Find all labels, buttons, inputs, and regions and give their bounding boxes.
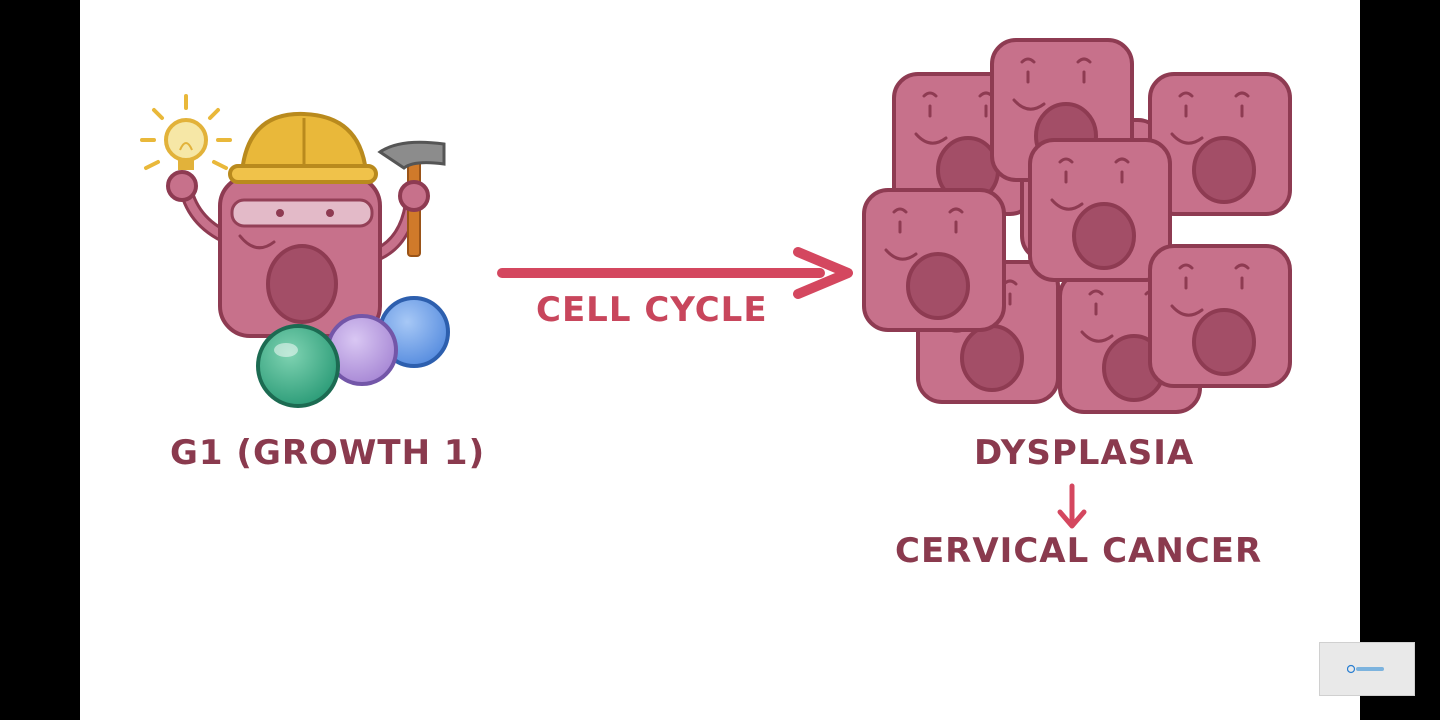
dysplasia-cell (1148, 244, 1292, 388)
cervical-cancer-label: CERVICAL CANCER (895, 531, 1263, 571)
diagram-artwork (140, 38, 1292, 529)
dysplasia-cell (1028, 138, 1172, 282)
hard-hat-icon (228, 111, 378, 184)
dysplasia-cell-cluster (862, 38, 1292, 414)
down-arrow (1057, 483, 1087, 529)
letterbox-right (1360, 0, 1440, 720)
green-sphere (256, 324, 340, 408)
osmosis-logo-icon (1347, 664, 1384, 674)
dysplasia-label: DYSPLASIA (974, 433, 1195, 473)
cell-cycle-arrow (497, 247, 853, 299)
dysplasia-cell (862, 188, 1006, 332)
g1-label: G1 (GROWTH 1) (170, 433, 486, 473)
osmosis-logo (1319, 642, 1415, 696)
letterbox-left (0, 0, 80, 720)
cell-cycle-label: CELL CYCLE (536, 290, 768, 330)
lightbulb-icon (140, 94, 232, 170)
diagram-canvas: G1 (GROWTH 1) CELL CYCLE DYSPLASIA CERVI… (80, 0, 1360, 720)
g1-cell-character (140, 94, 450, 408)
